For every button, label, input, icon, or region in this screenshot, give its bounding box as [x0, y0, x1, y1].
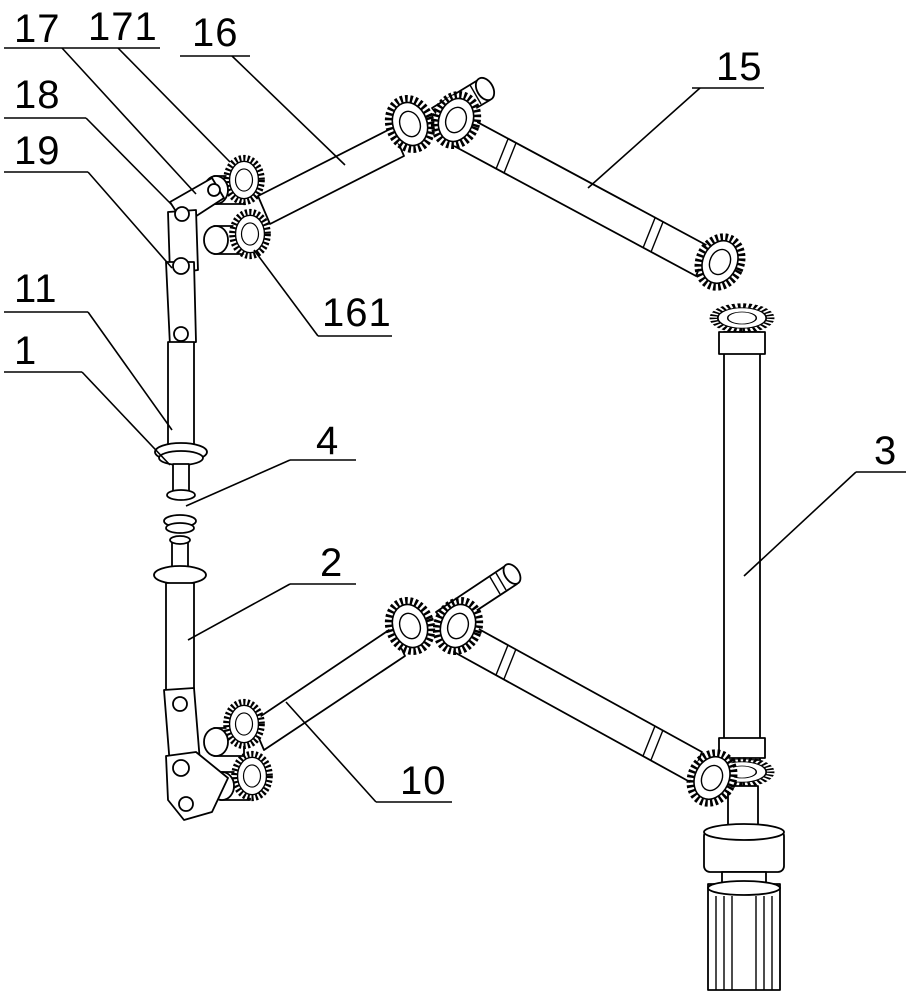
collar-top — [704, 824, 784, 840]
top-collar — [719, 332, 765, 354]
spur-gear — [226, 702, 262, 746]
rod-flange-lower — [159, 451, 203, 465]
spur-gear — [234, 754, 270, 798]
lower-shaft-10 — [252, 628, 405, 750]
callout-19: 19 — [4, 129, 172, 268]
leader-line — [118, 48, 230, 162]
callout-16: 16 — [180, 11, 345, 165]
pivot-pin — [174, 327, 188, 341]
leader-line — [188, 584, 290, 640]
upper-rod-11 — [155, 342, 207, 500]
callout-15: 15 — [588, 45, 764, 188]
lower-right-shaft — [454, 622, 702, 782]
shaft-body — [454, 622, 702, 782]
coupling-disc — [166, 523, 194, 533]
shaft-body — [258, 128, 404, 224]
leader-line — [82, 372, 170, 465]
upper-left-gears — [204, 158, 268, 256]
callout-label: 19 — [14, 129, 61, 173]
upper-shaft-15 — [454, 116, 708, 276]
bottom-collar — [719, 738, 765, 758]
rod-tip — [167, 490, 195, 500]
callout-label: 10 — [400, 759, 447, 803]
rod-tip — [170, 536, 190, 544]
motor-top — [708, 881, 780, 895]
lower-rod-2 — [154, 536, 206, 695]
callout-label: 2 — [320, 541, 343, 585]
vertical-shaft-3 — [719, 332, 765, 760]
pivot-pin — [173, 697, 187, 711]
drive-unit — [704, 786, 784, 990]
pivot-pin — [175, 207, 189, 221]
leader-line — [88, 172, 172, 268]
callout-label: 161 — [322, 291, 392, 335]
leader-line — [86, 118, 172, 205]
callout-161: 161 — [254, 250, 392, 336]
shaft-body — [252, 628, 405, 750]
stub-end-face — [204, 728, 228, 756]
coupling-4 — [164, 515, 196, 533]
callout-label: 15 — [716, 45, 763, 89]
rod-neck — [173, 464, 189, 492]
callout-label: 1 — [14, 329, 37, 373]
stub-end-face — [204, 226, 228, 254]
pivot-pin — [173, 258, 189, 274]
upper-crank-linkage — [166, 178, 224, 346]
callout-label: 171 — [88, 5, 158, 49]
leader-line — [588, 88, 700, 188]
callout-3: 3 — [744, 429, 906, 576]
callout-1: 1 — [4, 329, 170, 465]
upper-shaft-16 — [258, 128, 404, 224]
callout-label: 3 — [874, 429, 897, 473]
callout-label: 18 — [14, 73, 61, 117]
pivot-pin — [173, 760, 189, 776]
leader-line — [186, 460, 290, 506]
leader-line — [286, 702, 376, 802]
callout-label: 11 — [14, 267, 58, 311]
bevel-gear — [713, 305, 770, 330]
rod-flange — [154, 566, 206, 584]
spur-gear-171 — [226, 158, 262, 202]
spur-gear-161 — [232, 212, 268, 256]
rod-body — [168, 342, 194, 446]
leader-line — [232, 56, 345, 165]
callout-label: 4 — [316, 419, 339, 463]
bevel-gear — [690, 230, 750, 295]
shaft-body — [454, 116, 708, 276]
callout-2: 2 — [188, 541, 356, 640]
shaft-body — [724, 332, 760, 760]
motor-body — [708, 884, 780, 990]
callout-label: 16 — [192, 11, 239, 55]
pivot-pin — [208, 184, 220, 196]
callout-4: 4 — [186, 419, 356, 506]
pivot-pin — [179, 797, 193, 811]
callout-label: 17 — [14, 7, 61, 51]
leader-line — [88, 312, 172, 430]
leader-line — [254, 250, 318, 336]
